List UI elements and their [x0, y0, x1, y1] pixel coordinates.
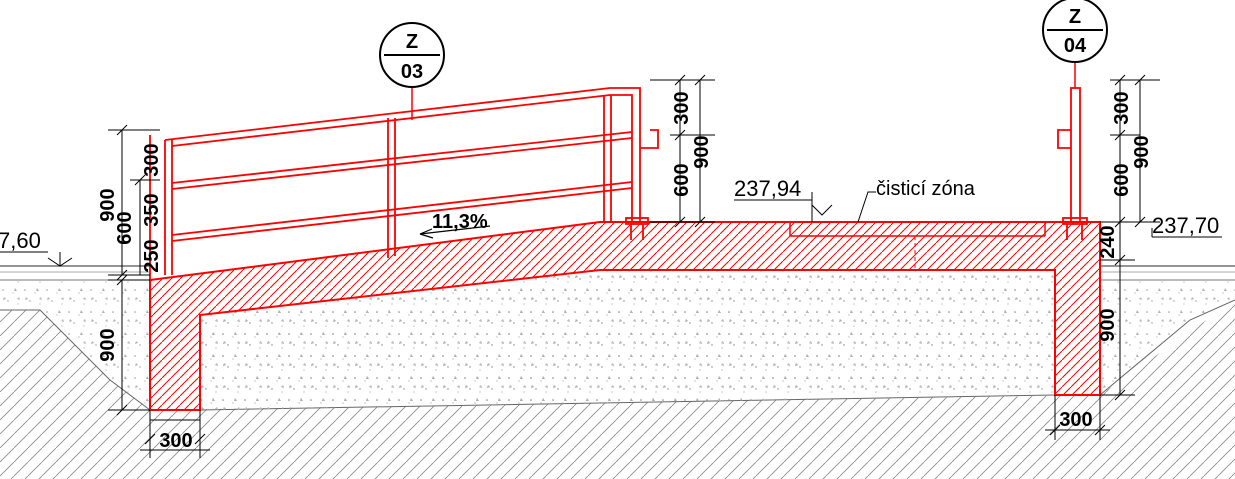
dim-left-900: 900 — [97, 188, 119, 221]
level-left-text: 7,60 — [0, 228, 41, 253]
level-right-text: 237,70 — [1152, 213, 1219, 238]
dim-left-350: 350 — [141, 193, 163, 226]
dim-left-300: 300 — [141, 143, 163, 176]
dim-mid-300: 300 — [671, 91, 693, 124]
dim-left-base900: 900 — [97, 328, 119, 361]
dim-right-900: 900 — [1131, 135, 1153, 168]
level-left: 7,60 — [0, 228, 73, 267]
gravel-fill — [0, 265, 1235, 410]
dim-left-600: 600 — [114, 211, 136, 244]
concrete-structure — [149, 221, 1101, 411]
dim-right-300: 300 — [1111, 91, 1133, 124]
callout-z03-bottom: 03 — [401, 61, 423, 83]
level-ramp-top: 237,94 — [734, 176, 833, 222]
dim-mid-600: 600 — [671, 163, 693, 196]
dims-mid — [650, 74, 715, 228]
level-right: 237,70 — [1151, 213, 1222, 238]
left-railing — [149, 87, 659, 280]
level-ramp-top-text: 237,94 — [734, 176, 801, 201]
zone-label-text: čisticí zóna — [876, 178, 976, 200]
dims-left — [108, 124, 210, 458]
callout-z03[interactable]: Z 03 — [379, 22, 445, 120]
dim-right-width300: 300 — [1059, 409, 1092, 431]
dim-right-600: 600 — [1111, 163, 1133, 196]
dim-left-width300: 300 — [159, 430, 192, 452]
dim-right-base900: 900 — [1097, 308, 1119, 341]
cleaning-zone-label: čisticí zóna — [857, 178, 976, 223]
dim-right-240: 240 — [1097, 225, 1119, 258]
dim-left-250: 250 — [141, 239, 163, 272]
slope-indicator: 11,3% — [419, 211, 491, 239]
callout-z03-top: Z — [406, 31, 418, 53]
callout-z04-top: Z — [1069, 6, 1081, 28]
callout-z04-bottom: 04 — [1064, 35, 1087, 57]
dim-mid-900: 900 — [691, 135, 713, 168]
callout-z04[interactable]: Z 04 — [1042, 0, 1108, 88]
dims-right — [1045, 74, 1160, 440]
right-railing — [1057, 87, 1088, 240]
